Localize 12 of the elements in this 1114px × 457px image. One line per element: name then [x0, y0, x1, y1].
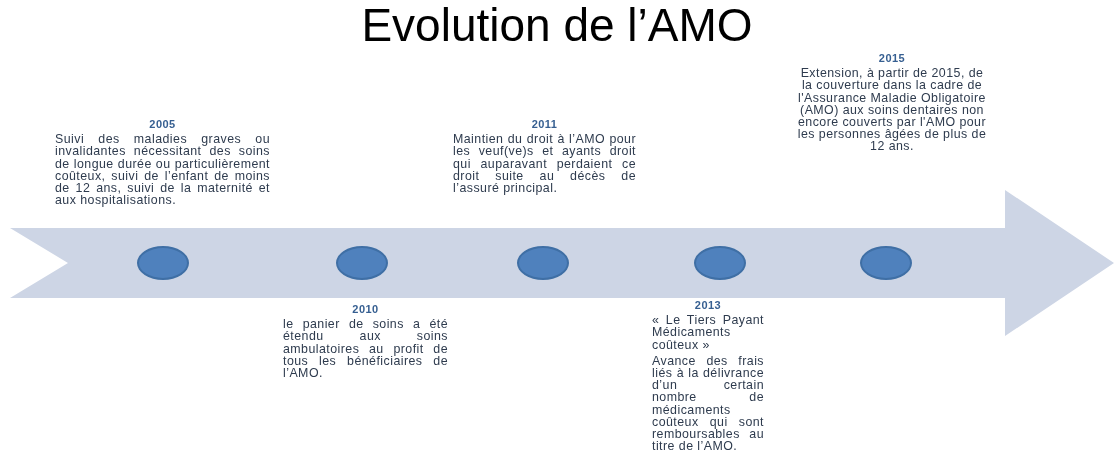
description-text: le panier de soins a été étendu aux soins ambulatoires au profit de tous les bénéficiaires de l’AMO.: [283, 318, 448, 380]
year-label: 2011: [531, 118, 558, 131]
description-text: Avance des frais liés à la délivrance d’un certain nombre de médicaments coûteux qui sont remboursables au titre de l’AMO.: [652, 354, 764, 453]
year-label: 2010: [352, 303, 379, 316]
description-text: Maintien du droit à l’AMO pour les veuf(ve)s et ayants droit qui auparavant perdaient ce droit suite au décès de l’assuré principal.: [453, 133, 636, 195]
title: Evolution de l’AMO: [361, 0, 753, 52]
year-label: 2013: [694, 299, 722, 312]
description-text: Suivi des maladies graves ou invalidantes nécessitant des soins de longue durée ou particulièrement coûteux, suivi de l’enfant de moins de 12 ans, suivi de la maternité et aux hospitalisations.: [55, 133, 270, 207]
year-label: 2015: [878, 52, 906, 65]
description-text: « Le Tiers Payant Médicaments coûteux »: [652, 314, 764, 351]
description-text: Extension, à partir de 2015, de la couverture dans la cadre de l'Assurance Maladie Obligatoire (AMO) aux soins dentaires non encore couverts par l'AMO pour les personnes âgées de plus de 12 ans.: [797, 67, 987, 153]
year-label: 2005: [149, 118, 176, 131]
